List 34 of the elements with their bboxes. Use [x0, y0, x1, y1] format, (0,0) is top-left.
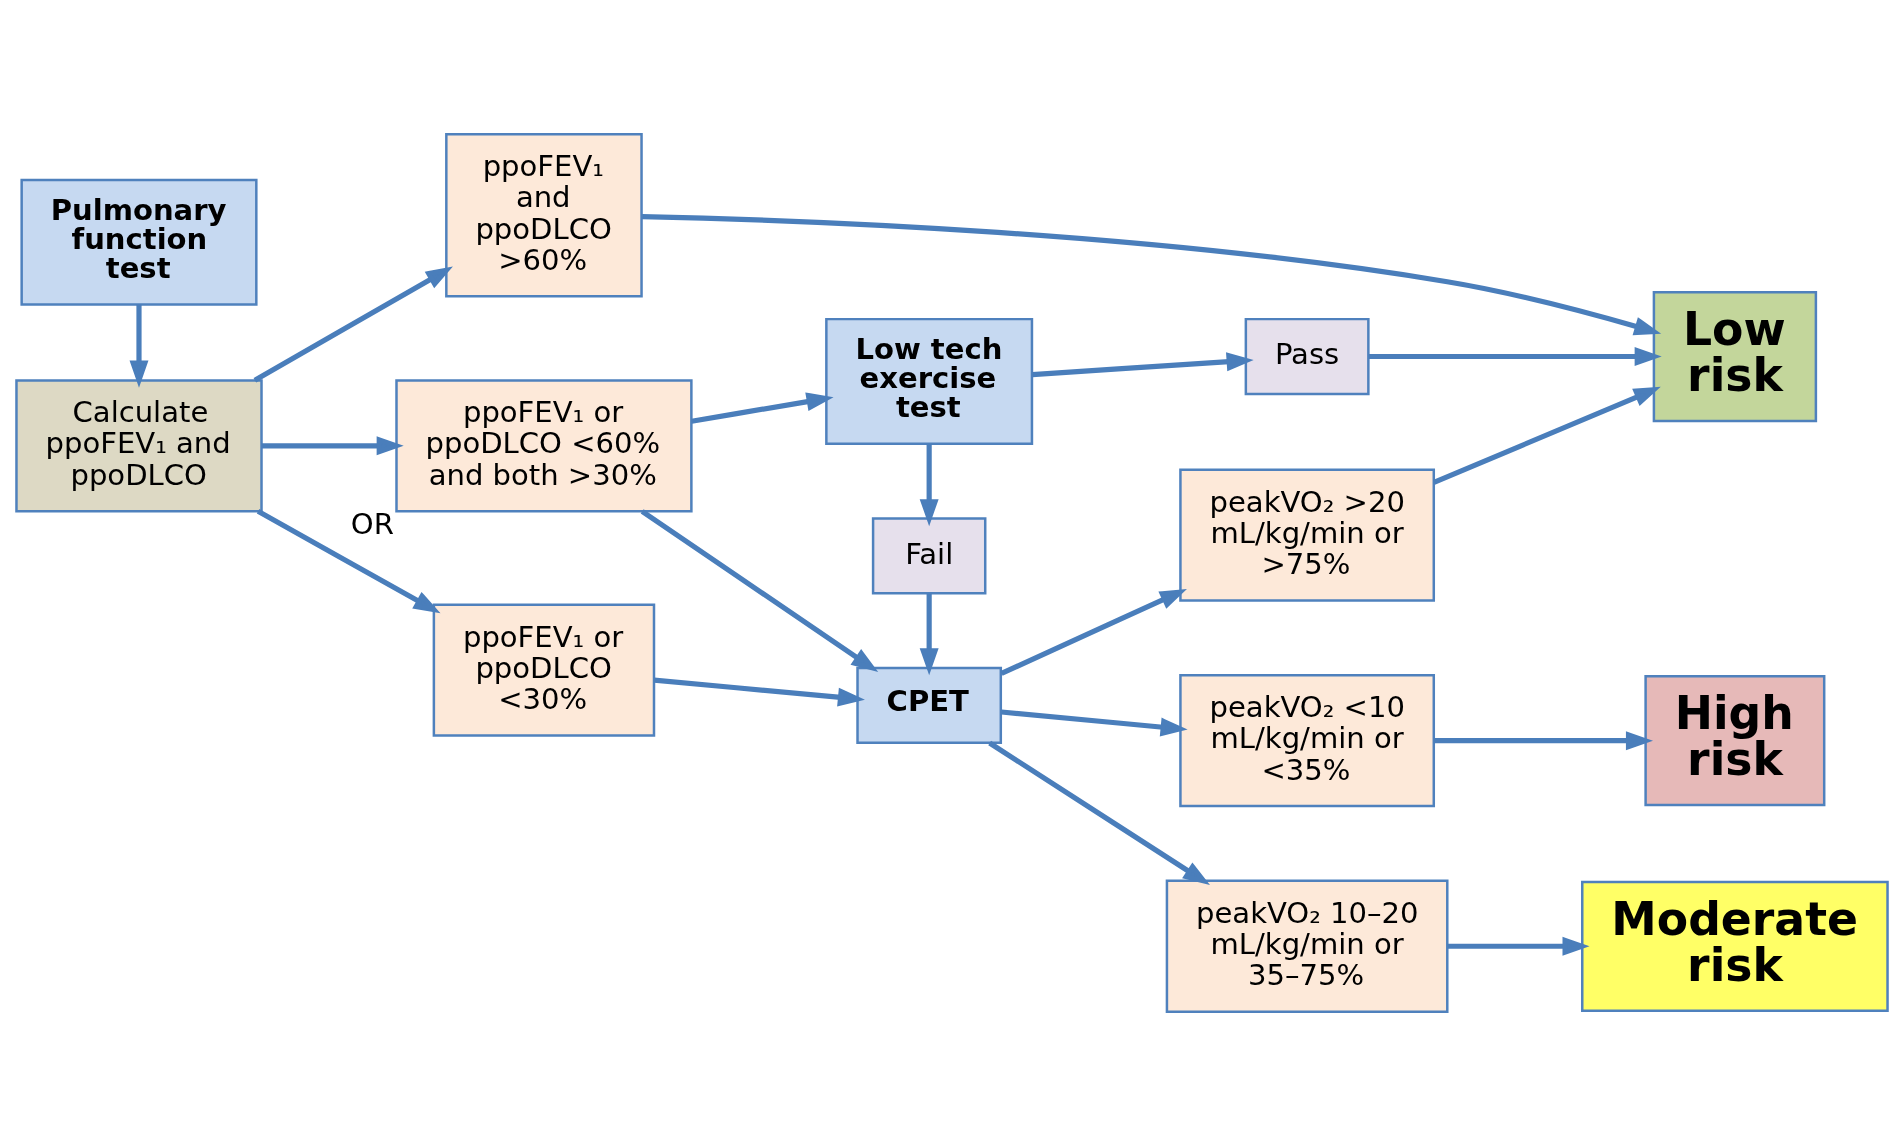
node-box: ppoFEV₁ or ppoDLCO <30%: [432, 602, 656, 737]
node-box: Calculate ppoFEV₁ and ppoDLCO: [15, 378, 263, 512]
node-box: Low risk: [1652, 290, 1818, 422]
arrow: [1434, 730, 1653, 750]
node-box: peakVO₂ 10–20 mL/kg/min or 35–75%: [1165, 879, 1449, 1013]
node-box: Moderate risk: [1581, 880, 1889, 1012]
arrow: [919, 443, 939, 526]
node-box: Fail: [871, 516, 987, 594]
node-box: ppoFEV₁ or ppoDLCO <60% and both >30%: [395, 378, 693, 512]
node-box: Pass: [1244, 317, 1370, 395]
arrow: [1032, 351, 1254, 377]
node-box: peakVO₂ <10 mL/kg/min or <35%: [1179, 673, 1436, 807]
node-box: Pulmonary function test: [20, 178, 258, 306]
arrow: [1447, 936, 1590, 956]
node-box: CPET: [856, 666, 1003, 744]
arrow: [1000, 588, 1187, 676]
arrow: [253, 265, 453, 383]
arrow: [1369, 346, 1662, 366]
arrow: [1433, 386, 1661, 485]
arrow: [653, 677, 865, 707]
arrow: [642, 213, 1662, 335]
node-box: peakVO₂ >20 mL/kg/min or >75%: [1179, 467, 1436, 602]
node-label: OR: [350, 506, 394, 541]
arrow: [691, 391, 834, 424]
node-box: ppoFEV₁ and ppoDLCO >60%: [445, 132, 643, 298]
arrow: [1001, 708, 1188, 736]
arrow: [129, 304, 149, 388]
node-box: High risk: [1644, 674, 1826, 806]
arrow: [640, 508, 879, 672]
arrow: [261, 435, 404, 455]
arrow: [256, 508, 441, 613]
node-box: Low tech exercise test: [825, 317, 1034, 445]
arrow: [988, 740, 1210, 885]
arrow: [919, 592, 939, 675]
